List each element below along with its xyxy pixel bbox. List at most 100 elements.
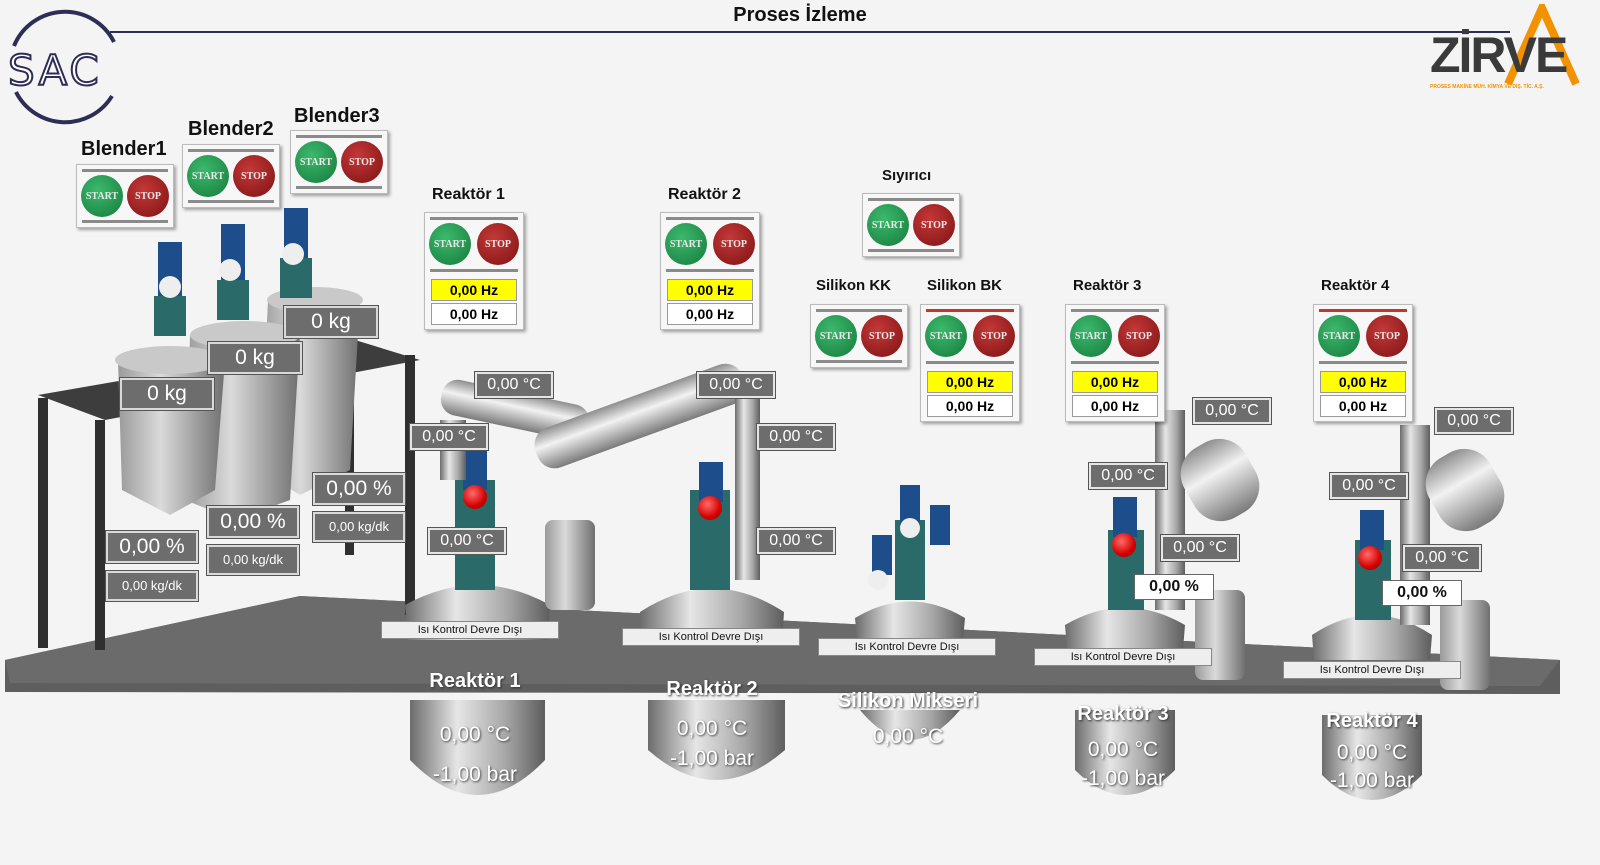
reaktor4-heat-status: Isı Kontrol Devre Dışı [1283,661,1461,679]
silikon-bk-stop-button[interactable]: STOP [973,315,1015,357]
blender3-flow: 0,00 kg/dk [312,511,406,543]
siyirici-panel: START STOP [862,193,960,257]
r2-pipe-right-temp: 0,00 °C [756,423,836,451]
reaktor4-panel-label: Reaktör 4 [1321,277,1390,294]
reaktor1-heat-status: Isı Kontrol Devre Dışı [381,621,559,639]
reaktor2-heat-status: Isı Kontrol Devre Dışı [622,628,800,646]
reaktor2-hz-setpoint[interactable]: 0,00 Hz [667,279,753,301]
reaktor3-status-lamp [1112,533,1136,557]
reaktor3-pressure: -1,00 bar [1080,767,1166,790]
reaktor4-status-lamp [1358,546,1382,570]
blender3-stop-button[interactable]: STOP [341,141,383,183]
blender3-label: Blender3 [294,105,380,127]
r4-valve-percent[interactable]: 0,00 % [1382,580,1462,606]
silikon-bk-panel: START STOP 0,00 Hz 0,00 Hz [920,304,1020,422]
reaktor1-start-button[interactable]: START [429,223,471,265]
blender2-panel: START STOP [182,144,280,208]
reaktor2-name: Reaktör 2 [666,678,758,700]
blender2-weight: 0 kg [207,341,303,375]
reaktor3-panel-label: Reaktör 3 [1073,277,1142,294]
silikon-bk-hz-actual: 0,00 Hz [927,395,1013,417]
reaktor3-heat-status: Isı Kontrol Devre Dışı [1034,648,1212,666]
reaktor1-temp: 0,00 °C [439,723,511,746]
reaktor3-name: Reaktör 3 [1077,703,1169,725]
sac-logo-text: SAC [7,45,102,96]
reaktor3-panel: START STOP 0,00 Hz 0,00 Hz [1065,304,1165,422]
blender2-stop-button[interactable]: STOP [233,155,275,197]
reaktor1-hz-setpoint[interactable]: 0,00 Hz [431,279,517,301]
mixer-temp: 0,00 °C [872,725,944,748]
blender3-start-button[interactable]: START [295,141,337,183]
r2-jacket-temp: 0,00 °C [756,527,836,555]
silikon-bk-label: Silikon BK [927,277,1003,294]
siyirici-start-button[interactable]: START [867,204,909,246]
reaktor1-hz-actual: 0,00 Hz [431,303,517,325]
reaktor4-start-button[interactable]: START [1318,315,1360,357]
reaktor1-panel-label: Reaktör 1 [432,186,505,203]
reaktor2-panel-label: Reaktör 2 [668,186,741,203]
reaktor1-status-lamp [463,485,487,509]
blender1-start-button[interactable]: START [81,175,123,217]
blender3-weight: 0 kg [283,305,379,339]
blender2-flow: 0,00 kg/dk [206,544,300,576]
zirve-logo-subtitle: PROSES MAKİNE MÜH. KİMYA VE DIŞ. TİC. A.… [1430,84,1544,90]
silikon-kk-start-button[interactable]: START [815,315,857,357]
r1-pipe-top-temp: 0,00 °C [474,371,554,399]
reaktor2-stop-button[interactable]: STOP [713,223,755,265]
reaktor4-temp: 0,00 °C [1336,741,1408,764]
r1-jacket-temp: 0,00 °C [427,527,507,555]
r3-valve-percent[interactable]: 0,00 % [1134,574,1214,600]
reaktor3-hz-setpoint[interactable]: 0,00 Hz [1072,371,1158,393]
mixer-heat-status: Isı Kontrol Devre Dışı [818,638,996,656]
blender1-flow: 0,00 kg/dk [105,570,199,602]
zirve-logo-text: ZİRVE [1430,27,1568,83]
blender1-label: Blender1 [81,138,167,160]
blender1-weight: 0 kg [119,377,215,411]
reaktor3-start-button[interactable]: START [1070,315,1112,357]
blender1-percent: 0,00 % [105,530,199,564]
reaktor2-start-button[interactable]: START [665,223,707,265]
siyirici-label: Sıyırıcı [882,167,932,184]
blender3-panel: START STOP [290,130,388,194]
reaktor2-status-lamp [698,496,722,520]
reaktor2-hz-actual: 0,00 Hz [667,303,753,325]
reaktor4-name: Reaktör 4 [1326,710,1418,732]
blender2-percent: 0,00 % [206,505,300,539]
r4-left-temp: 0,00 °C [1329,472,1409,500]
silikon-bk-start-button[interactable]: START [925,315,967,357]
silikon-bk-hz-setpoint[interactable]: 0,00 Hz [927,371,1013,393]
reaktor1-name: Reaktör 1 [429,670,521,692]
r1-pipe-left-temp: 0,00 °C [409,423,489,451]
reaktor1-panel: START STOP 0,00 Hz 0,00 Hz [424,212,524,330]
reaktor2-pressure: -1,00 bar [669,747,755,770]
r4-pipe-top-temp: 0,00 °C [1434,407,1514,435]
reaktor4-panel: START STOP 0,00 Hz 0,00 Hz [1313,304,1413,422]
silikon-kk-panel: START STOP [810,304,908,368]
reaktor4-hz-setpoint[interactable]: 0,00 Hz [1320,371,1406,393]
page-title: Proses İzleme [733,4,867,26]
reaktor1-pressure: -1,00 bar [432,763,518,786]
reaktor4-hz-actual: 0,00 Hz [1320,395,1406,417]
blender2-label: Blender2 [188,118,274,140]
siyirici-stop-button[interactable]: STOP [913,204,955,246]
title-divider [110,31,1510,33]
sac-logo: SAC [4,6,124,130]
silikon-kk-stop-button[interactable]: STOP [861,315,903,357]
r3-pipe-top-temp: 0,00 °C [1192,397,1272,425]
blender2-start-button[interactable]: START [187,155,229,197]
r3-mid-temp: 0,00 °C [1160,534,1240,562]
reaktor1-stop-button[interactable]: STOP [477,223,519,265]
reaktor3-temp: 0,00 °C [1087,738,1159,761]
reaktor3-hz-actual: 0,00 Hz [1072,395,1158,417]
r2-pipe-top-temp: 0,00 °C [696,371,776,399]
silikon-kk-label: Silikon KK [816,277,892,294]
reaktor4-pressure: -1,00 bar [1329,769,1415,792]
reaktor2-temp: 0,00 °C [676,717,748,740]
reaktor2-panel: START STOP 0,00 Hz 0,00 Hz [660,212,760,330]
r3-left-temp: 0,00 °C [1088,462,1168,490]
reaktor3-stop-button[interactable]: STOP [1118,315,1160,357]
blender1-stop-button[interactable]: STOP [127,175,169,217]
zirve-logo: ZİRVE PROSES MAKİNE MÜH. KİMYA VE DIŞ. T… [1430,4,1596,96]
reaktor4-stop-button[interactable]: STOP [1366,315,1408,357]
blender1-panel: START STOP [76,164,174,228]
